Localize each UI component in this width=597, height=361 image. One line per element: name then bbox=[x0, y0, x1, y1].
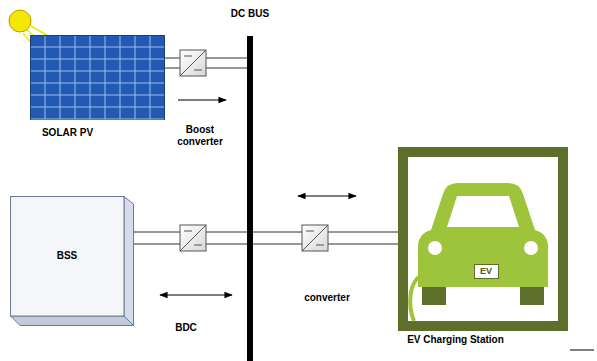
plate-node: EV bbox=[474, 264, 499, 279]
panel-grid bbox=[31, 36, 164, 119]
car-body bbox=[418, 183, 548, 287]
solar-panel bbox=[30, 35, 165, 120]
box-front bbox=[11, 197, 125, 317]
converter-symbol bbox=[180, 50, 206, 76]
rule-line bbox=[570, 350, 594, 351]
flow-arrow bbox=[160, 294, 232, 295]
flow-arrow bbox=[298, 195, 356, 196]
panel-frame bbox=[31, 36, 165, 120]
converter-label: Boost converter bbox=[170, 124, 230, 148]
edge-label-holder: BDC bbox=[161, 322, 211, 334]
ev-station-node: EV Charging Station EV bbox=[398, 147, 568, 359]
battery-storage-node: BSS bbox=[10, 196, 150, 326]
node-label: DC BUS bbox=[200, 8, 300, 20]
headlight bbox=[428, 241, 442, 255]
node-label: EV Charging Station bbox=[398, 334, 513, 346]
box-bottom bbox=[11, 316, 134, 326]
node-label: BSS bbox=[10, 250, 124, 262]
converter-symbol bbox=[180, 225, 206, 251]
wheel bbox=[422, 287, 446, 305]
converter-symbol bbox=[302, 225, 328, 251]
station-frame bbox=[398, 147, 568, 331]
flow-arrow bbox=[178, 99, 226, 100]
edge-label-holder: Boost converter bbox=[170, 124, 230, 148]
headlight bbox=[524, 241, 538, 255]
dc-bus-node: DC BUS bbox=[200, 6, 300, 361]
car-window bbox=[447, 196, 519, 227]
node-label: SOLAR PV bbox=[30, 127, 105, 139]
car-icon bbox=[398, 147, 568, 331]
converter-label: BDC bbox=[161, 322, 211, 334]
bus-bar bbox=[247, 36, 253, 361]
plate-label: EV bbox=[480, 266, 492, 277]
sun bbox=[9, 10, 31, 32]
converter-label: converter bbox=[297, 292, 357, 304]
solar-pv-node: SOLAR PV bbox=[30, 35, 165, 150]
box-side bbox=[124, 197, 134, 326]
wheel bbox=[520, 287, 544, 305]
edge-label-holder: converter bbox=[297, 292, 357, 304]
